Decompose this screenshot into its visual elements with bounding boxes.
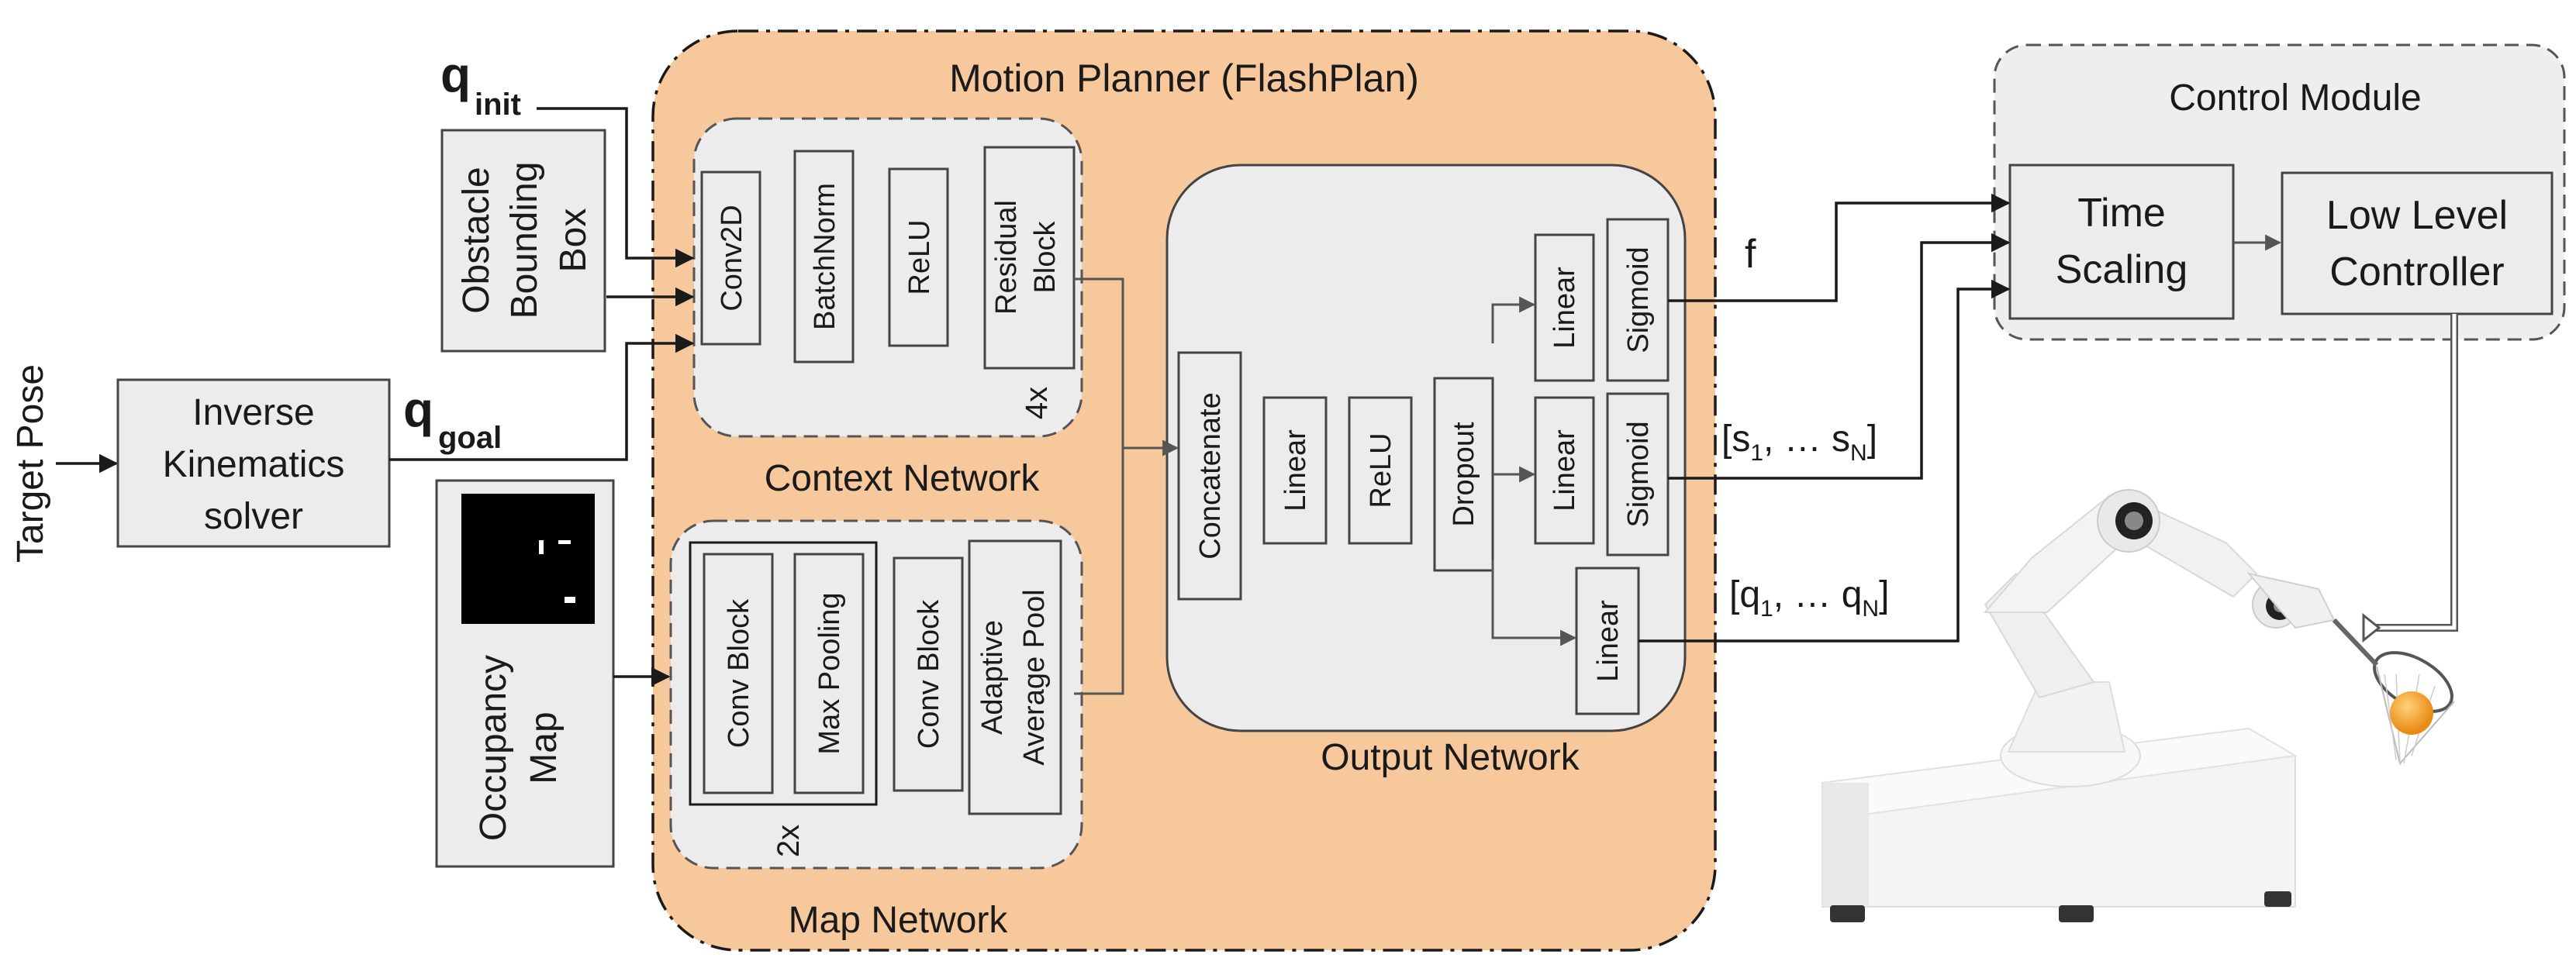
obstacle-line-1: Obstacle [456,167,497,313]
ik-line-3: solver [204,496,303,537]
relu-label-out: ReLU [1365,432,1397,508]
average-pool-label: Average Pool [1018,589,1051,765]
relu-label: ReLU [903,219,936,295]
ball-icon [2390,691,2433,735]
target-pose-label: Target Pose [10,364,51,563]
linear-block-1 [1262,396,1328,545]
map-repeat-label: 2x [772,825,806,857]
context-repeat-label: 4x [1020,387,1054,419]
adaptive-pool-block [968,539,1062,815]
concatenate-block [1177,351,1242,601]
signal-s-label: [s1, … sN] [1721,419,1877,466]
adaptive-label: Adaptive [976,620,1009,735]
linear-block-2 [1534,233,1595,382]
controller-to-robot-arrow [2369,314,2458,632]
robot-arm-image [1820,489,2455,922]
obstacle-bbox-box [440,129,606,353]
max-pooling-label: Max Pooling [813,592,846,754]
output-network-label: Output Network [1321,737,1580,778]
conv2d-block [700,171,761,346]
conv-block-1-label: Conv Block [723,598,755,748]
occupancy-obstacle-1 [558,540,571,544]
residual-label: Residual [990,200,1023,315]
linear-block-3 [1534,396,1595,545]
time-scaling-line-1: Time [2077,191,2166,236]
concatenate-label: Concatenate [1194,392,1227,560]
sigmoid-label-2: Sigmoid [1622,421,1655,527]
signal-q-label: [q1, … qN] [1729,574,1889,622]
occupancy-obstacle-3 [565,597,575,603]
conv-block-2-label: Conv Block [913,599,945,749]
max-pooling-block [793,553,865,794]
dropout-label: Dropout [1448,422,1480,527]
motion-planner-title: Motion Planner (FlashPlan) [949,57,1419,100]
signal-f-label: f [1745,232,1756,277]
relu-block [888,167,949,347]
linear-label-3: Linear [1549,429,1581,512]
q-init-subscript: init [475,88,521,122]
batchnorm-label: BatchNorm [809,183,841,330]
conv-block-2 [893,556,964,792]
linear-label-1: Linear [1279,429,1312,512]
occupancy-map-image [461,494,595,624]
map-repeat-frame [689,541,878,806]
q-init-symbol: q [440,47,471,102]
time-scaling-box [2008,164,2235,320]
sigmoid-block-1 [1606,218,1670,382]
obstacle-line-3: Box [553,208,594,273]
time-scaling-line-2: Scaling [2056,247,2188,292]
q-goal-subscript: goal [438,421,502,455]
occupancy-obstacle-2 [539,540,544,554]
ik-line-2: Kinematics [163,444,345,485]
linear-label-2: Linear [1549,267,1581,349]
controller-line-1: Low Level [2326,193,2508,238]
residual-block [983,146,1076,370]
q-goal-symbol: q [403,381,433,437]
relu-block-out [1348,396,1413,545]
control-module-title: Control Module [2169,78,2422,119]
batchnorm-block [793,150,855,363]
map-network-label: Map Network [789,900,1009,941]
linear-label-4: Linear [1592,600,1625,682]
inverse-kinematics-box [116,378,391,548]
sigmoid-block-2 [1606,392,1670,556]
context-network-label: Context Network [765,458,1041,499]
controller-line-2: Controller [2329,250,2504,295]
conv-block-1 [703,553,774,794]
block-label: Block [1029,221,1062,294]
occupancy-line-1: Occupancy [473,655,514,841]
sigmoid-label-1: Sigmoid [1622,246,1655,353]
conv2d-label: Conv2D [716,205,748,311]
occupancy-line-2: Map [523,711,565,784]
dropout-block [1433,377,1494,572]
low-level-controller-box [2281,171,2554,315]
ik-line-1: Inverse [192,392,314,433]
obstacle-line-2: Bounding [504,162,545,319]
